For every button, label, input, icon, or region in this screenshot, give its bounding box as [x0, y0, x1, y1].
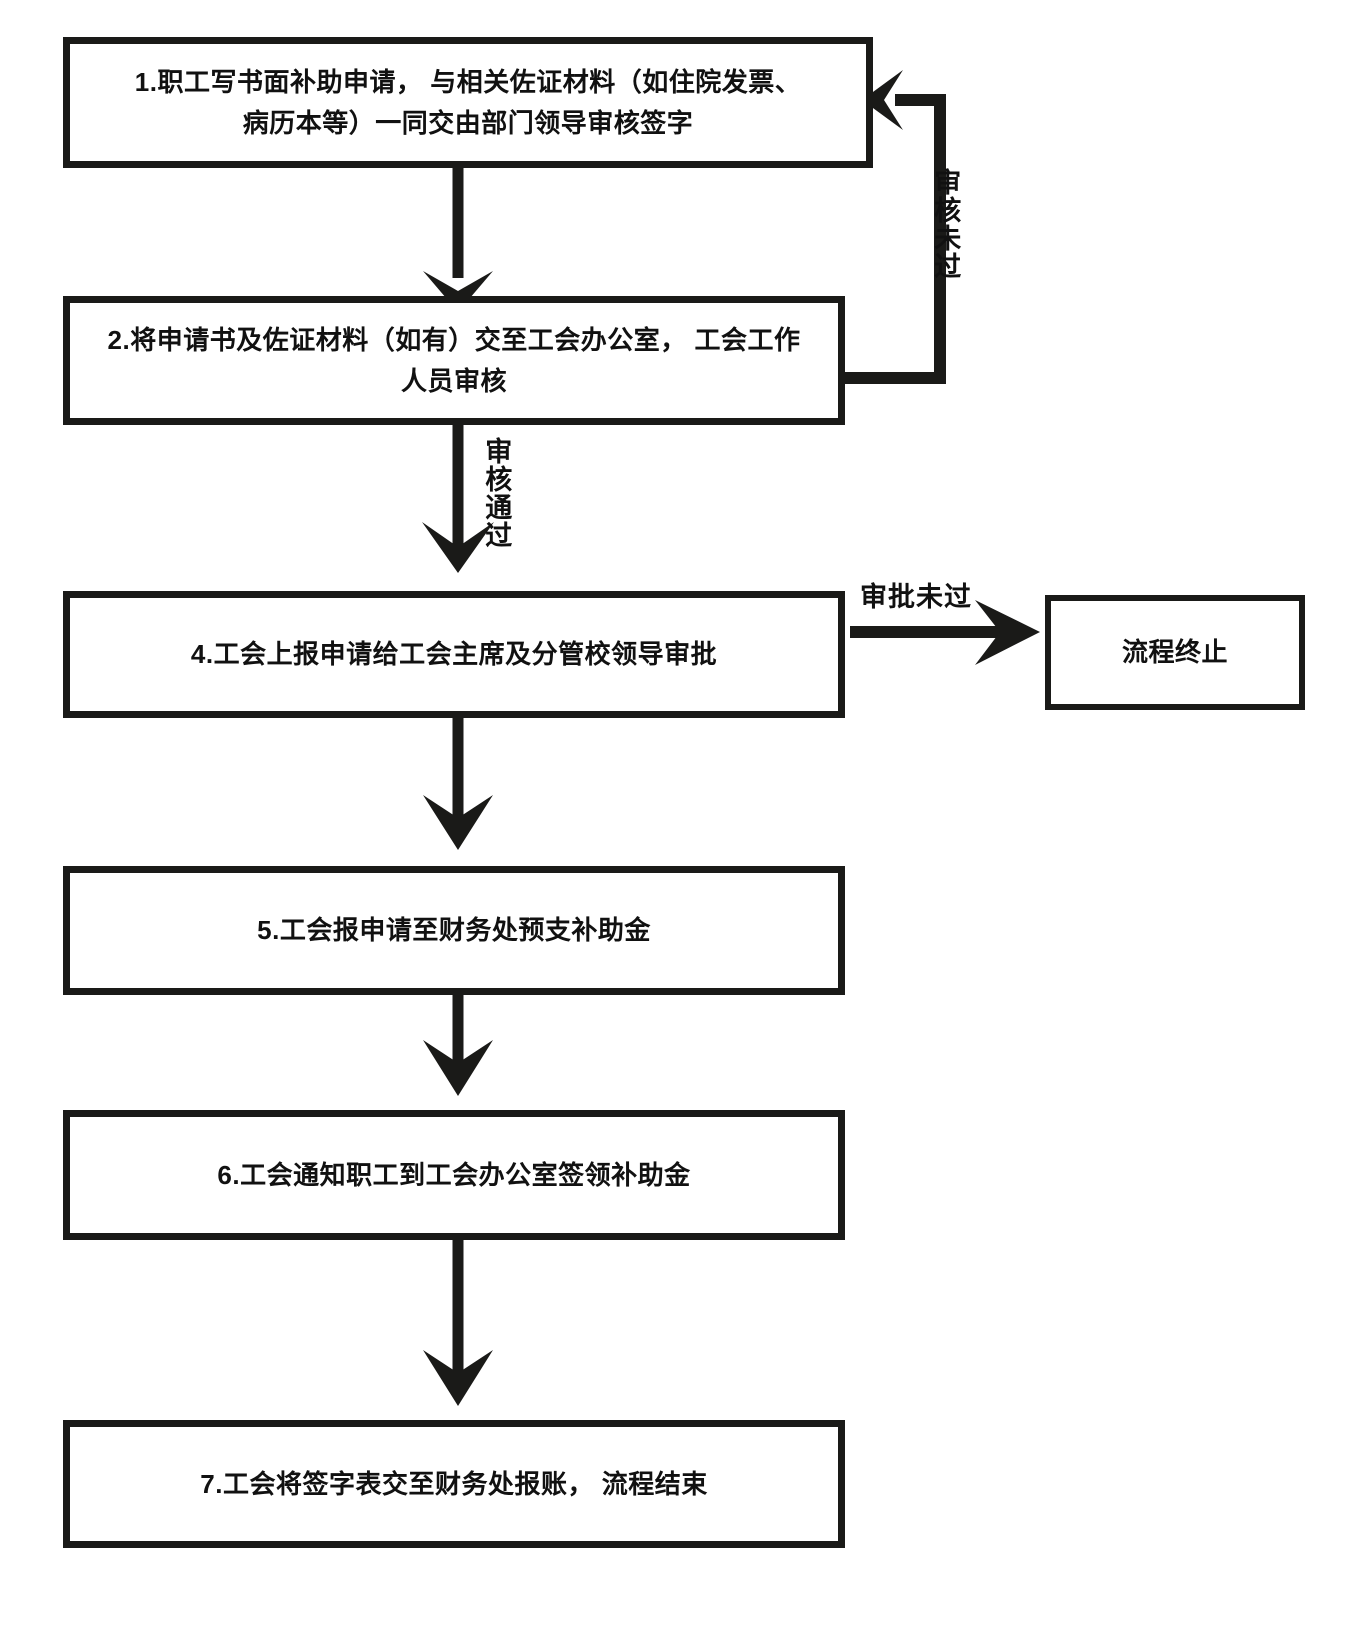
node-label-step4: 4.工会上报申请给工会主席及分管校领导审批 [190, 639, 718, 670]
process-node-step4[interactable]: 4.工会上报申请给工会主席及分管校领导审批 [63, 591, 845, 718]
edge-label-approval-failed: 审批未过 [860, 582, 972, 612]
process-node-step6[interactable]: 6.工会通知职工到工会办公室签领补助金 [63, 1110, 845, 1240]
edge-label-review-failed: 审核未过 [930, 168, 961, 280]
edge-step1-to-step2 [423, 168, 493, 312]
node-label-step7: 7.工会将签字表交至财务处报账， 流程结束 [200, 1468, 708, 1499]
node-label-step1: 1.职工写书面补助申请， 与相关佐证材料（如住院发票、 病历本等）一同交由部门领… [134, 67, 802, 138]
node-label-step5: 5.工会报申请至财务处预支补助金 [257, 915, 651, 946]
process-node-step5[interactable]: 5.工会报申请至财务处预支补助金 [63, 866, 845, 995]
process-node-step1[interactable]: 1.职工写书面补助申请， 与相关佐证材料（如住院发票、 病历本等）一同交由部门领… [63, 37, 873, 168]
edge-step4-to-step5 [423, 718, 493, 850]
terminal-node-process-end[interactable]: 流程终止 [1045, 595, 1305, 710]
edge-step5-to-step6 [423, 995, 493, 1096]
node-label-step2: 2.将申请书及佐证材料（如有）交至工会办公室， 工会工作 人员审核 [107, 325, 801, 396]
edge-label-review-passed: 审核通过 [481, 437, 512, 549]
process-node-step2[interactable]: 2.将申请书及佐证材料（如有）交至工会办公室， 工会工作 人员审核 [63, 296, 845, 425]
edge-step6-to-step7 [423, 1240, 493, 1406]
node-label-step6: 6.工会通知职工到工会办公室签领补助金 [217, 1159, 691, 1190]
process-node-step7[interactable]: 7.工会将签字表交至财务处报账， 流程结束 [63, 1420, 845, 1548]
node-label-terminate: 流程终止 [1121, 637, 1228, 668]
